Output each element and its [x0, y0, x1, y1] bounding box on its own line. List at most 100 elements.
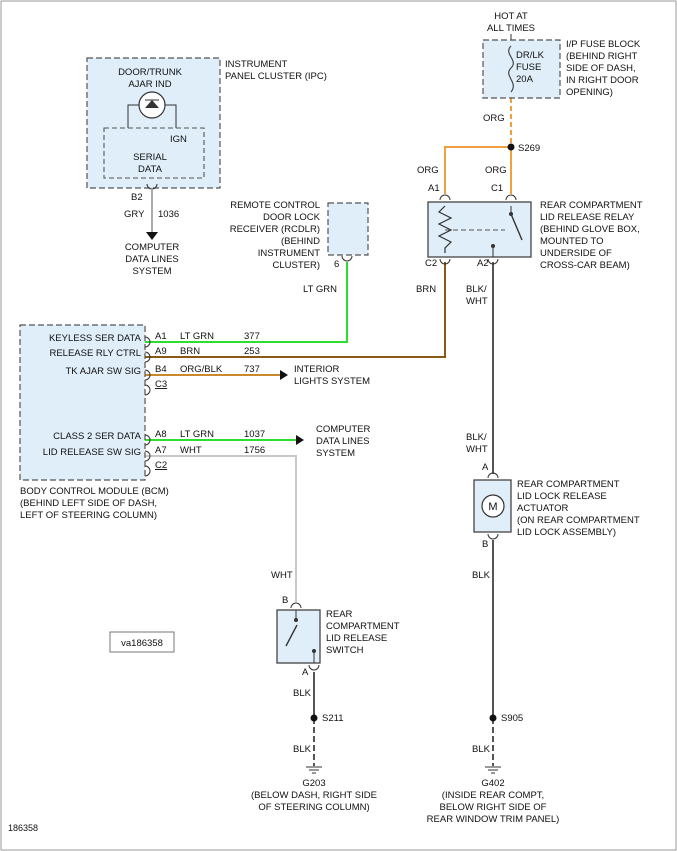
bcm-circuit-number: 377: [244, 331, 260, 342]
wire-bcm-a7-to-switch: [143, 455, 297, 602]
bcm-row-label: KEYLESS SER DATA: [49, 333, 142, 344]
actuator-ground-wire: BLK: [472, 744, 491, 755]
interior-lights-dest-1: INTERIOR: [294, 364, 340, 375]
splice-s905: [489, 714, 497, 722]
bcm-pin-connector: [144, 369, 151, 381]
rcdlr-connector-6: [341, 255, 353, 262]
ground-g203-name: G203: [302, 778, 325, 789]
switch-box: [276, 609, 321, 664]
ipc-serial-block: [103, 127, 205, 179]
bcm-pin-connector: [144, 351, 151, 363]
bcm-pin-number: A1: [155, 331, 167, 342]
actuator-desc-3: ACTUATOR: [517, 503, 569, 514]
bcm-row-label: CLASS 2 SER DATA: [53, 431, 141, 442]
splice-s269: [507, 143, 515, 151]
data-lines-dest-3: SYSTEM: [316, 448, 355, 459]
ipc-serial-line-1: SERIAL: [133, 152, 167, 163]
data-lines-dest-2: DATA LINES: [316, 436, 370, 447]
figure-id-box: [109, 631, 175, 653]
bcm-circuit-number: 1756: [244, 445, 265, 456]
actuator-pin-b: B: [482, 539, 488, 550]
bcm-desc-1: BODY CONTROL MODULE (BCM): [20, 486, 169, 497]
data-lines-arrow: [296, 435, 304, 445]
fuse-desc-2: (BEHIND RIGHT: [566, 51, 637, 62]
bcm-wire-color: WHT: [180, 445, 202, 456]
ground-icon-g203: [306, 766, 322, 774]
bcm-pin-connector: [144, 384, 151, 396]
ground-g402-desc-2: BELOW RIGHT SIDE OF: [440, 802, 547, 813]
bcm-row-label: TK AJAR SW SIG: [66, 366, 142, 377]
relay-desc-6: CROSS-CAR BEAM): [540, 260, 630, 271]
ground-g402-name: G402: [481, 778, 504, 789]
switch-desc-1: REAR: [326, 609, 353, 620]
actuator-desc-2: LID LOCK RELEASE: [517, 491, 607, 502]
switch-connector-a: [308, 664, 320, 671]
rcdlr-desc-5: INSTRUMENT: [258, 248, 320, 259]
fuse-symbol: [508, 45, 514, 93]
hot-label-line-1: HOT AT: [494, 11, 528, 22]
ipc-serial-line-2: DATA: [138, 164, 163, 175]
rcdlr-module: [327, 202, 369, 256]
bcm-pin-number: B4: [155, 364, 167, 375]
relay-c2-wire-label: BRN: [416, 284, 436, 295]
actuator-connector-b: [487, 533, 499, 540]
bcm-circuit-number: 253: [244, 346, 260, 357]
actuator-out-wire: BLK: [472, 570, 491, 581]
fuse-type: FUSE: [516, 62, 541, 73]
bcm-pin-number: C3: [155, 379, 167, 390]
fuse-desc-4: IN RIGHT DOOR: [566, 75, 639, 86]
bcm-pin-connector: [144, 336, 151, 348]
wire-relay-c2-to-bcm-a9: [143, 262, 446, 358]
ground-g203-desc-1: (BELOW DASH, RIGHT SIDE: [251, 790, 377, 801]
ipc-indicator-line-1: DOOR/TRUNK: [118, 67, 183, 78]
ipc-led-diode: [145, 100, 159, 108]
actuator-pin-a: A: [482, 462, 489, 473]
bcm-pin-connector: [144, 450, 151, 462]
ipc-dest-1: COMPUTER: [125, 242, 180, 253]
relay-connector-a1: [439, 194, 451, 201]
switch-out-wire: BLK: [293, 688, 312, 699]
relay-a2-wire-label-2: WHT: [466, 296, 488, 307]
actuator-in-wire-2: WHT: [466, 444, 488, 455]
switch-in-wire: WHT: [271, 570, 293, 581]
bcm-desc-3: LEFT OF STEERING COLUMN): [20, 510, 157, 521]
ipc-module: [86, 57, 221, 189]
bcm-wire-color: LT GRN: [180, 429, 214, 440]
fuse-out-wire-label: ORG: [483, 113, 505, 124]
bcm-desc-2: (BEHIND LEFT SIDE OF DASH,: [20, 498, 157, 509]
ipc-pin-b2: B2: [131, 192, 143, 203]
ipc-ign-label: IGN: [170, 134, 187, 145]
bcm-pin-connector: [144, 434, 151, 446]
ground-g402-desc-1: (INSIDE REAR COMPT,: [442, 790, 544, 801]
fuse-block: [482, 39, 561, 99]
switch-desc-4: SWITCH: [326, 645, 364, 656]
switch-pin-b: B: [282, 595, 288, 606]
relay-switch-arm: [510, 213, 523, 241]
fuse-desc-1: I/P FUSE BLOCK: [566, 39, 641, 50]
fuse-desc-5: OPENING): [566, 87, 613, 98]
ipc-arrow: [146, 232, 158, 240]
splice-s905-label: S905: [501, 713, 523, 724]
actuator-desc-5: LID LOCK ASSEMBLY): [517, 527, 616, 538]
interior-lights-dest-2: LIGHTS SYSTEM: [294, 376, 370, 387]
rcdlr-wire-color: LT GRN: [303, 284, 337, 295]
switch-connector-b: [290, 602, 302, 609]
bcm-pin-number: A7: [155, 445, 167, 456]
splice-s269-label: S269: [518, 143, 540, 154]
ground-g203-desc-2: OF STEERING COLUMN): [258, 802, 369, 813]
ipc-desc-2: PANEL CLUSTER (IPC): [225, 71, 327, 82]
actuator-desc-4: (ON REAR COMPARTMENT: [517, 515, 640, 526]
bcm-module: [19, 324, 146, 481]
relay-a1-wire-label: ORG: [417, 165, 439, 176]
splice-s211-label: S211: [322, 713, 343, 724]
relay-connector-c2: [439, 258, 451, 265]
ipc-led-wiring: [127, 104, 177, 128]
ground-g402-desc-3: REAR WINDOW TRIM PANEL): [427, 814, 560, 825]
relay-desc-2: LID RELEASE RELAY: [540, 212, 635, 223]
relay-pin-c2: C2: [425, 258, 437, 269]
bcm-circuit-number: 737: [244, 364, 260, 375]
relay-c1-wire-label: ORG: [485, 165, 507, 176]
